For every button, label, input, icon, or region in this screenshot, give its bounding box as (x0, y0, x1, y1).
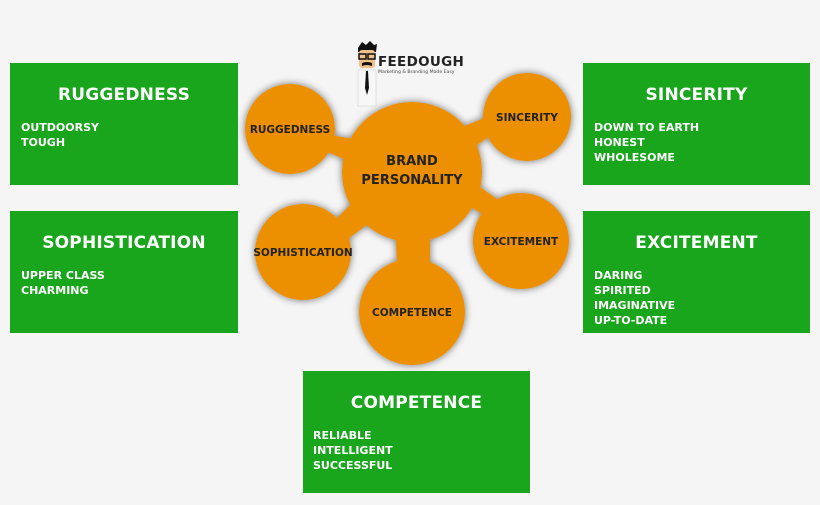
trait-item: UP-TO-DATE (594, 314, 668, 327)
trait-list: DOWN TO EARTH HONEST WHOLESOME (594, 120, 699, 165)
feedough-logo: FEEDOUGH Marketing & Branding Made Easy (356, 40, 476, 108)
trait-item: SUCCESSFUL (313, 459, 393, 472)
trait-item: RELIABLE (313, 429, 372, 442)
node-sophistication (255, 204, 351, 300)
mascot-icon (357, 41, 377, 107)
card-title: EXCITEMENT (635, 233, 758, 253)
trait-item: IMAGINATIVE (594, 299, 676, 312)
trait-item: TOUGH (21, 136, 66, 149)
node-sincerity (483, 73, 571, 161)
trait-list: DARING SPIRITED IMAGINATIVE UP-TO-DATE (594, 268, 675, 328)
card-sophistication: SOPHISTICATION UPPER CLASS CHARMING (10, 211, 238, 333)
card-title: SOPHISTICATION (42, 233, 206, 253)
trait-item: SPIRITED (594, 284, 651, 297)
trait-item: WHOLESOME (594, 151, 675, 164)
card-excitement: EXCITEMENT DARING SPIRITED IMAGINATIVE U… (583, 211, 810, 333)
logo-wordmark: FEEDOUGH (378, 54, 465, 70)
card-title: COMPETENCE (350, 393, 483, 413)
node-excitement (473, 193, 569, 289)
hub-label-line1: BRAND (386, 154, 438, 169)
trait-item: CHARMING (21, 284, 89, 297)
trait-item: OUTDOORSY (21, 121, 99, 134)
card-sincerity: SINCERITY DOWN TO EARTH HONEST WHOLESOME (583, 63, 810, 185)
node-label-sincerity: SINCERITY (496, 112, 558, 124)
node-label-competence: COMPETENCE (372, 307, 452, 319)
card-title: RUGGEDNESS (57, 85, 191, 105)
card-competence: COMPETENCE RELIABLE INTELLIGENT SUCCESSF… (303, 371, 530, 493)
trait-item: DOWN TO EARTH (594, 121, 700, 134)
trait-list: UPPER CLASS CHARMING (21, 268, 105, 298)
trait-item: DARING (594, 269, 643, 282)
card-ruggedness: RUGGEDNESS OUTDOORSY TOUGH (10, 63, 238, 185)
hub-label-line2: PERSONALITY (361, 173, 463, 188)
hub-circle (342, 102, 482, 242)
node-ruggedness (245, 84, 335, 174)
node-label-ruggedness: RUGGEDNESS (250, 124, 330, 136)
trait-item: INTELLIGENT (313, 444, 393, 457)
logo-tagline: Marketing & Branding Made Easy (378, 70, 455, 75)
trait-list: RELIABLE INTELLIGENT SUCCESSFUL (313, 428, 393, 473)
trait-item: UPPER CLASS (21, 269, 105, 282)
node-label-sophistication: SOPHISTICATION (253, 247, 352, 259)
card-title: SINCERITY (645, 85, 748, 105)
node-competence (359, 259, 465, 365)
trait-list: OUTDOORSY TOUGH (21, 120, 99, 150)
node-label-excitement: EXCITEMENT (484, 236, 559, 248)
trait-item: HONEST (594, 136, 645, 149)
